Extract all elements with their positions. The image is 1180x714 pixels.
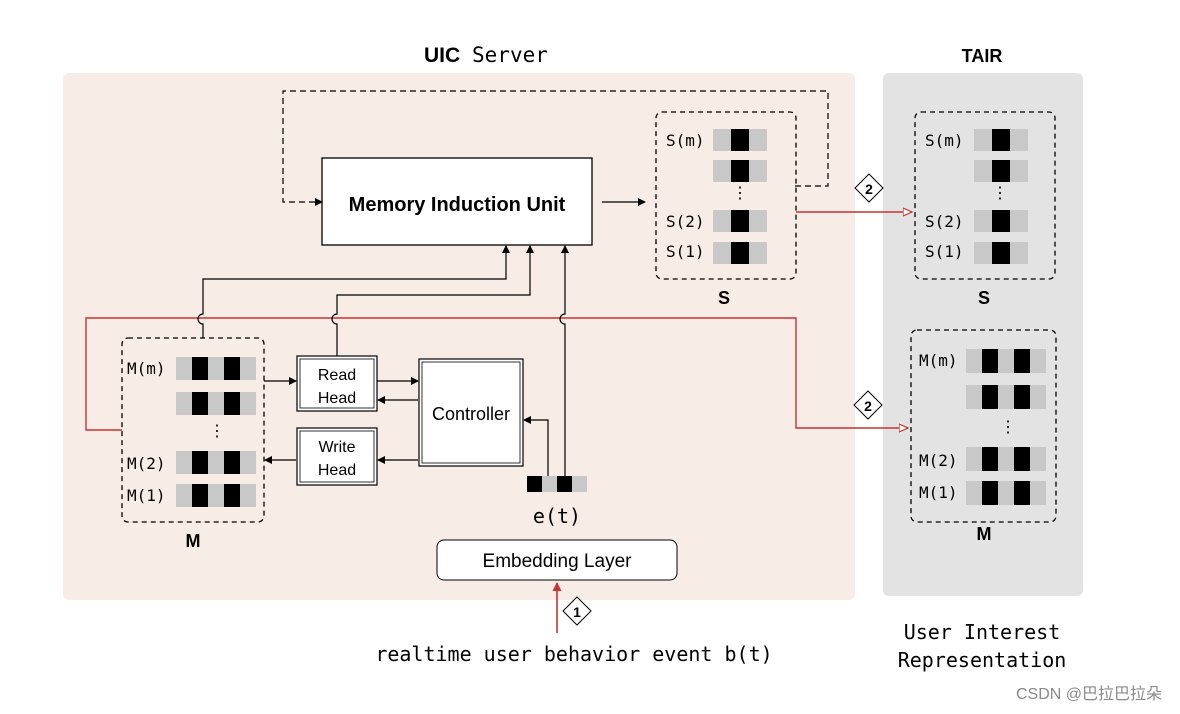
server-s-row-label: S(1) — [666, 242, 705, 261]
write-head-label-line2: Head — [318, 462, 356, 479]
et-label: e(t) — [533, 504, 581, 528]
read-head-label-line2: Head — [318, 390, 356, 407]
feedback-loop-arrow — [282, 90, 829, 206]
tair-s-memory-box: S(m) S(2) S(1) ⋮ — [914, 111, 1056, 280]
tair-caption-line1: User Interest — [904, 620, 1061, 644]
uic-title: UIC Server — [424, 43, 548, 67]
tair-m-row-label: M(1) — [919, 483, 958, 502]
server-s-dots: ⋮ — [732, 185, 748, 202]
watermark: CSDN @巴拉巴拉朵 — [1016, 685, 1162, 703]
tair-m-label: M — [977, 524, 992, 544]
memory-induction-unit-label: Memory Induction Unit — [349, 194, 566, 216]
et-vector — [527, 476, 587, 492]
tair-m-vector — [966, 481, 1046, 505]
tair-s-label: S — [978, 288, 990, 308]
server-m-vector — [176, 484, 256, 507]
controller-label: Controller — [432, 404, 510, 424]
tair-s-vector — [974, 242, 1028, 264]
tair-m-dots: ⋮ — [1000, 419, 1016, 436]
m-to-miu-arrow — [197, 245, 510, 338]
tair-m-vector — [966, 385, 1046, 409]
server-m-row-label: M(1) — [127, 486, 166, 505]
server-m-label: M — [186, 531, 201, 551]
tair-s-dots: ⋮ — [992, 185, 1008, 202]
read-head-box — [296, 355, 378, 412]
controller-box — [418, 358, 524, 467]
server-s-label: S — [718, 288, 730, 308]
tair-m-vector — [966, 349, 1046, 373]
server-m-memory-box: M(m) M(2) M(1) ⋮ — [121, 337, 265, 523]
server-s-vector — [713, 160, 767, 182]
memory-induction-unit-box — [321, 157, 593, 246]
tair-s-vector — [974, 210, 1028, 232]
embedding-layer-label: Embedding Layer — [483, 551, 633, 572]
tair-m-row-label: M(m) — [919, 351, 958, 370]
tair-caption-line2: Representation — [898, 648, 1067, 672]
server-s-vector — [713, 129, 767, 151]
server-m-vector — [176, 357, 256, 380]
read-head-to-miu-arrow — [331, 245, 534, 356]
server-m-dots: ⋮ — [209, 423, 225, 440]
tair-s-row-label: S(1) — [925, 242, 964, 261]
tair-s-vector — [974, 160, 1028, 182]
step-two-marker-s: 2 — [854, 173, 884, 203]
embedding-layer-box — [436, 539, 678, 581]
svg-text:2: 2 — [864, 398, 872, 414]
server-s-vector — [713, 242, 767, 264]
server-s-row-label: S(2) — [666, 212, 705, 231]
tair-s-row-label: S(m) — [925, 131, 964, 150]
write-head-label-line1: Write — [318, 439, 355, 456]
et-to-miu-arrow — [559, 245, 569, 476]
server-m-row-label: M(2) — [127, 454, 166, 473]
tair-s-row-label: S(2) — [925, 212, 964, 231]
tair-m-row-label: M(2) — [919, 451, 958, 470]
event-label: realtime user behavior event b(t) — [375, 642, 772, 666]
tair-m-vector — [966, 447, 1046, 471]
read-head-label-line1: Read — [318, 367, 356, 384]
server-m-vector — [176, 392, 256, 415]
step-one-marker: 1 — [562, 596, 592, 626]
svg-text:2: 2 — [865, 181, 873, 197]
tair-s-vector — [974, 129, 1028, 151]
svg-text:1: 1 — [573, 604, 581, 620]
server-s-row-label: S(m) — [666, 131, 705, 150]
tair-m-memory-box: M(m) M(2) M(1) ⋮ — [910, 329, 1057, 523]
write-head-box — [296, 427, 378, 486]
step-two-marker-m: 2 — [853, 390, 883, 420]
tair-panel — [883, 73, 1083, 596]
m-sync-to-tair-arrow — [85, 317, 908, 430]
server-m-vector — [176, 451, 256, 474]
tair-title: TAIR — [962, 46, 1003, 66]
server-m-row-label: M(m) — [127, 359, 166, 378]
et-to-controller-arrow — [523, 416, 549, 476]
server-s-vector — [713, 210, 767, 232]
server-s-memory-box: S(m) S(2) S(1) ⋮ — [655, 111, 797, 280]
uic-server-panel — [63, 73, 855, 600]
